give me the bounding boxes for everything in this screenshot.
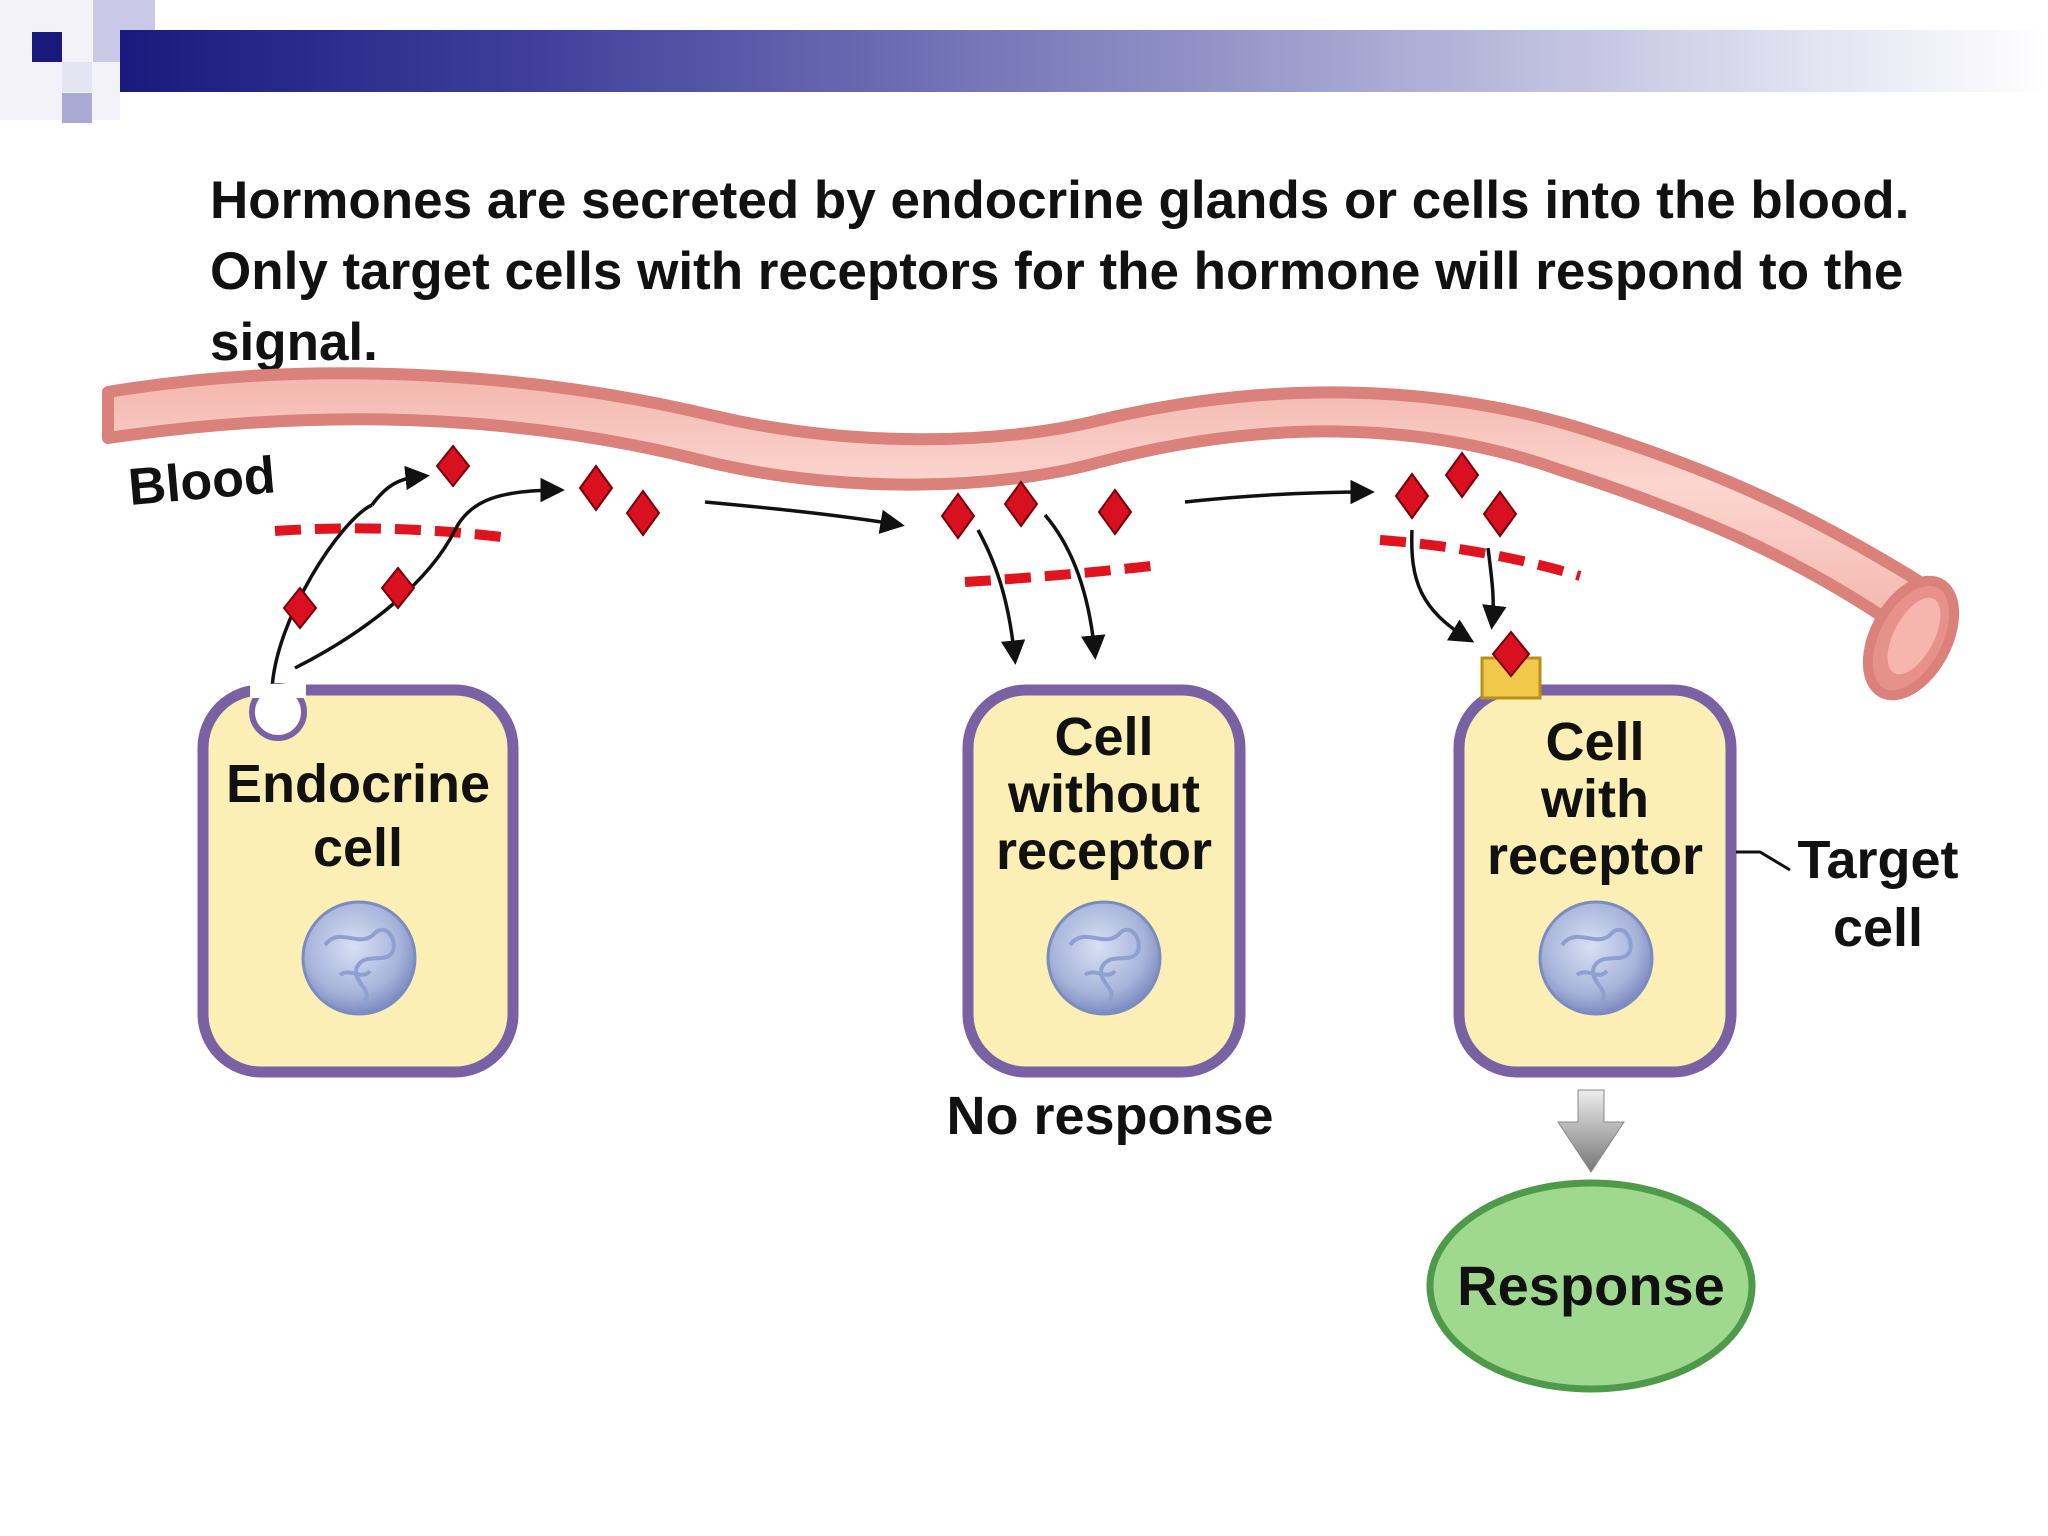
flow-arrow-2 bbox=[1184, 479, 1375, 505]
without-label-2: without bbox=[1007, 764, 1200, 824]
with-label-3: receptor bbox=[1487, 826, 1703, 886]
response-arrow bbox=[1557, 1089, 1625, 1173]
hormone-diamond bbox=[1482, 490, 1518, 538]
chromatin bbox=[1560, 927, 1633, 1003]
bound-hormone bbox=[1491, 630, 1531, 678]
endocrine-cell: Endocrine cell bbox=[197, 683, 519, 1078]
nucleus bbox=[1046, 900, 1162, 1016]
bind-arrow-1 bbox=[1410, 529, 1475, 643]
chromatin bbox=[323, 927, 396, 1003]
secretion-arrow-1 bbox=[270, 503, 373, 691]
flow-arrow-1 bbox=[704, 500, 905, 534]
hormone-diamond bbox=[380, 566, 416, 610]
pore-line-without bbox=[964, 560, 1161, 587]
hormones bbox=[282, 444, 1518, 630]
decor-square bbox=[62, 62, 92, 92]
hormone-diamond bbox=[1003, 480, 1039, 528]
hormone-diamond bbox=[1394, 472, 1430, 520]
pore-line-with bbox=[1379, 535, 1582, 581]
blood-vessel bbox=[102, 367, 1960, 701]
flow-arrows bbox=[270, 465, 1507, 691]
without-label-3: receptor bbox=[996, 821, 1212, 881]
vessel-lumen bbox=[1887, 597, 1941, 675]
target-label-2: cell bbox=[1833, 898, 1923, 958]
nucleus bbox=[301, 900, 417, 1016]
without-label-1: Cell bbox=[1054, 707, 1153, 767]
secretion-arrow-1-head bbox=[370, 465, 430, 507]
hormone-diamond bbox=[578, 464, 614, 512]
diffuse-arrow-2 bbox=[1043, 513, 1106, 660]
hormone-diamond bbox=[1097, 488, 1133, 536]
response-label: Response bbox=[1457, 1254, 1725, 1317]
target-label-1: Target bbox=[1797, 830, 1958, 890]
pore-line-endocrine bbox=[274, 523, 511, 543]
hormone-diamond bbox=[625, 489, 661, 537]
with-label-1: Cell bbox=[1545, 712, 1644, 772]
nucleus bbox=[1538, 900, 1654, 1016]
caption-text: Hormones are secreted by endocrine gland… bbox=[210, 165, 1930, 378]
hormone-diamond bbox=[435, 444, 471, 488]
decor-square bbox=[32, 32, 62, 62]
secretion-arrow-2 bbox=[294, 477, 565, 670]
hormone-diamond bbox=[1444, 451, 1480, 499]
bind-arrow-2 bbox=[1482, 547, 1507, 630]
hormone-diamond bbox=[282, 586, 318, 630]
hormone-diamond bbox=[940, 492, 976, 540]
cell-without-receptor: Cell without receptor No response bbox=[946, 684, 1274, 1146]
caption-bold: Hormones bbox=[210, 171, 473, 230]
endocrine-label-1: Endocrine bbox=[226, 754, 490, 814]
vessel-pores bbox=[274, 523, 1582, 587]
decor-square bbox=[62, 93, 92, 123]
with-label-2: with bbox=[1540, 769, 1649, 829]
caption-rest: are secreted by endocrine glands or cell… bbox=[210, 171, 1910, 372]
blood-label: Blood bbox=[126, 446, 278, 517]
title-banner bbox=[120, 30, 2048, 92]
cell-with-receptor: Cell with receptor Target cell bbox=[1453, 630, 1959, 1078]
chromatin bbox=[1068, 927, 1141, 1003]
target-leader-line bbox=[1736, 850, 1791, 872]
diffuse-arrow-1 bbox=[976, 529, 1026, 665]
response-node: Response bbox=[1426, 1179, 1756, 1393]
vesicle-gap bbox=[250, 684, 306, 698]
endocrine-label-2: cell bbox=[313, 818, 403, 878]
no-response-label: No response bbox=[946, 1086, 1273, 1146]
